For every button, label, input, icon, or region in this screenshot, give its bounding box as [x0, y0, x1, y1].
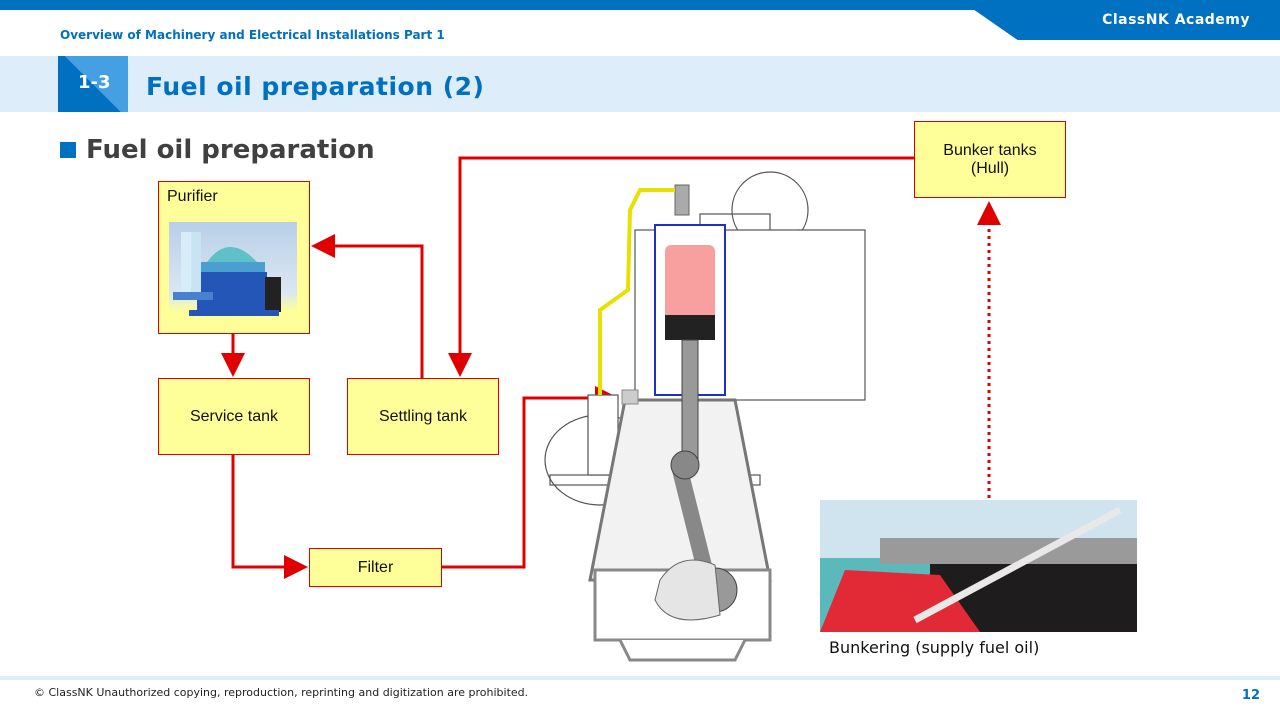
flow-bunker-to-settling [448, 156, 915, 377]
course-title: Overview of Machinery and Electrical Ins… [60, 28, 445, 42]
title-band [0, 56, 1280, 112]
bunker-tanks-box: Bunker tanks (Hull) [914, 121, 1066, 198]
service-tank-label: Service tank [189, 407, 279, 425]
purifier-image [169, 222, 297, 322]
subheading-text: Fuel oil preparation [86, 135, 375, 165]
purifier-box: Purifier [158, 181, 310, 334]
purifier-label: Purifier [167, 188, 218, 205]
settling-tank-label: Settling tank [378, 407, 468, 425]
settling-tank-box: Settling tank [347, 378, 499, 455]
brand-name: ClassNK Academy [1102, 12, 1250, 28]
top-bar [0, 0, 1280, 10]
flow-settling-to-purifier [311, 234, 424, 378]
bullet-square-icon [60, 142, 76, 158]
footer-line [0, 676, 1280, 680]
page-title: Fuel oil preparation (2) [146, 72, 485, 101]
section-number: 1-3 [78, 72, 111, 93]
bunker-tanks-sublabel: (Hull) [970, 159, 1010, 177]
brand-tab [960, 0, 1280, 40]
section-number-badge: 1-3 [58, 56, 128, 112]
copyright-text: © ClassNK Unauthorized copying, reproduc… [34, 686, 529, 699]
flow-filter-to-engine [441, 386, 619, 569]
page-number: 12 [1241, 688, 1260, 703]
bunkering-caption: Bunkering (supply fuel oil) [829, 638, 1040, 657]
engine-cross-section [544, 171, 866, 662]
bunkering-photo [820, 500, 1137, 632]
subheading: Fuel oil preparation [60, 135, 375, 165]
bunker-tanks-label: Bunker tanks [943, 141, 1037, 159]
flow-service-to-filter [231, 454, 308, 579]
filter-box: Filter [309, 548, 442, 587]
filter-label: Filter [357, 558, 394, 576]
service-tank-box: Service tank [158, 378, 310, 455]
